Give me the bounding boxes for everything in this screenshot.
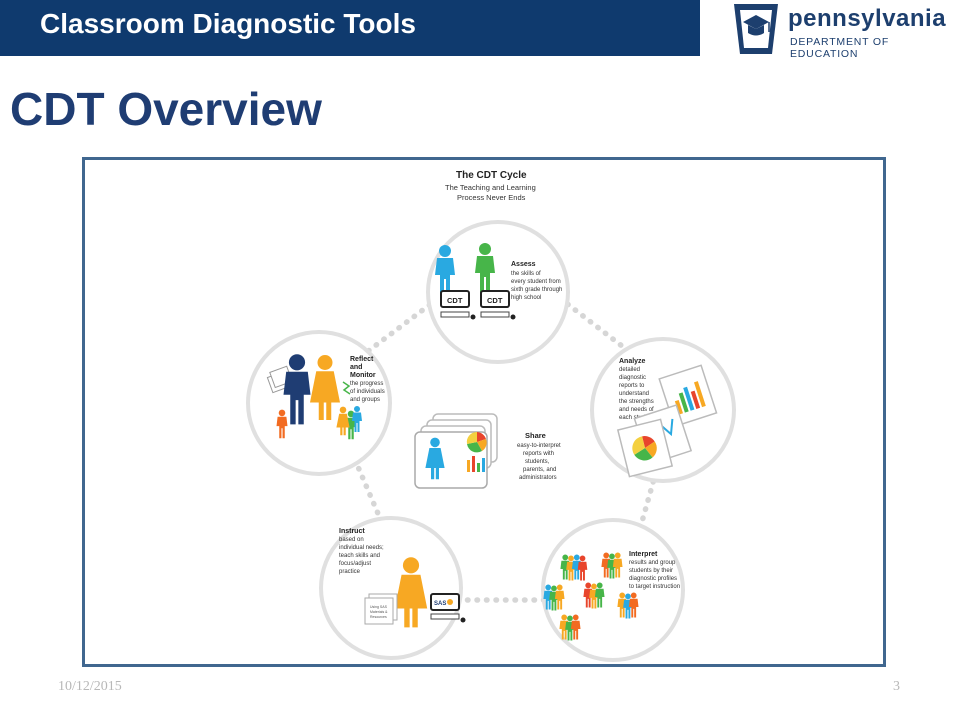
reflect-heading-3: Monitor [350, 372, 376, 379]
instruct-card-line: Materials & [370, 610, 388, 614]
instruct-card-line: Resources [370, 615, 387, 619]
footer-page-number: 3 [893, 679, 900, 694]
instruct-node [319, 516, 463, 660]
instruct-sas-computer-icon [430, 593, 466, 623]
header-banner: Classroom Diagnostic Tools [0, 0, 700, 56]
share-line: easy-to-interpret [517, 443, 561, 449]
instruct-line: based on [339, 537, 364, 543]
assess-cdt-badge-2: CDT [487, 296, 503, 305]
analyze-line: and needs of [619, 407, 654, 413]
cdt-cycle-diagram: The CDT Cycle The Teaching and Learning … [82, 157, 886, 667]
share-heading: Share [525, 431, 546, 440]
cycle-subtitle-2: Process Never Ends [457, 193, 526, 202]
reflect-line: of individuals [350, 389, 385, 395]
reflect-line: the progress [350, 381, 383, 387]
instruct-line: individual needs; [339, 545, 384, 551]
instruct-sas-label: SAS [434, 601, 446, 607]
header-title: Classroom Diagnostic Tools [40, 8, 416, 39]
reflect-heading-2: and [350, 364, 362, 371]
assess-computer-icon [440, 290, 516, 320]
keystone-emblem-icon [734, 4, 778, 54]
interpret-line: diagnostic profiles [629, 576, 677, 582]
instruct-materials-card-icon [364, 593, 398, 625]
interpret-line: students by their [629, 568, 673, 574]
pa-education-logo: pennsylvania DEPARTMENT OF EDUCATION [728, 2, 953, 60]
analyze-line: detailed [619, 367, 640, 373]
instruct-heading: Instruct [339, 528, 365, 535]
cycle-title: The CDT Cycle [456, 170, 527, 181]
instruct-line: focus/adjust [339, 561, 371, 567]
instruct-line: practice [339, 569, 361, 575]
analyze-line: understand [619, 391, 649, 397]
reflect-figures-icon [266, 354, 362, 440]
assess-line: every student from [511, 279, 561, 285]
page-title: CDT Overview [10, 83, 322, 135]
reflect-heading-1: Reflect [350, 356, 374, 363]
assess-line: high school [511, 295, 541, 301]
assess-cdt-badge-1: CDT [447, 296, 463, 305]
cycle-subtitle-1: The Teaching and Learning [445, 183, 536, 192]
assess-heading: Assess [511, 261, 536, 268]
interpret-heading: Interpret [629, 551, 658, 558]
analyze-line: reports to [619, 383, 645, 389]
analyze-report-cards-icon [616, 364, 718, 478]
share-line: students, [525, 459, 550, 465]
interpret-node [541, 518, 685, 662]
logo-department: DEPARTMENT OF EDUCATION [790, 36, 890, 60]
interpret-line: to target instruction [629, 584, 680, 590]
share-line: parents, and [523, 467, 556, 473]
analyze-line: the strengths [619, 399, 654, 405]
footer-date: 10/12/2015 [58, 679, 122, 694]
analyze-line: diagnostic [619, 375, 646, 381]
logo-wordmark: pennsylvania [788, 5, 947, 32]
share-line: administrators [519, 475, 557, 481]
assess-line: the skills of [511, 271, 541, 277]
share-line: reports with [523, 451, 554, 457]
interpret-line: results and group [629, 560, 676, 566]
analyze-heading: Analyze [619, 358, 646, 365]
cycle-svg: The CDT Cycle The Teaching and Learning … [246, 170, 736, 662]
share-report-stack-icon [414, 413, 498, 489]
instruct-line: teach skills and [339, 553, 380, 559]
assess-line: sixth grade through [511, 287, 562, 293]
reflect-line: and groups [350, 397, 380, 403]
instruct-card-line: Using SAS [370, 605, 388, 609]
